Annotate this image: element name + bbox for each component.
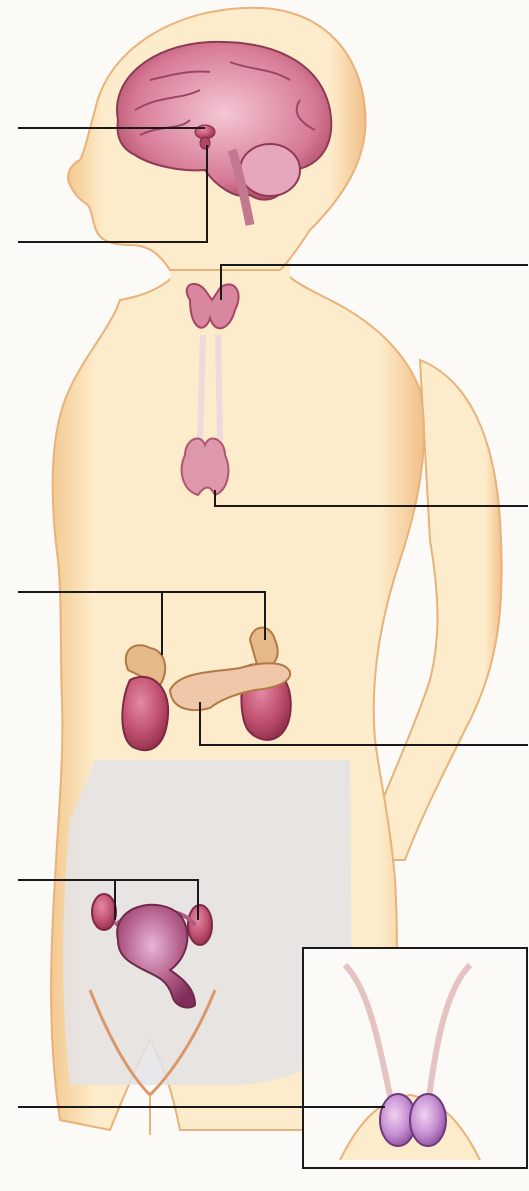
ovary-right (188, 905, 212, 945)
cerebellum (240, 144, 300, 196)
thymus (182, 438, 229, 495)
pituitary (200, 137, 210, 149)
ovary-left (92, 894, 116, 930)
testis-right (410, 1094, 446, 1146)
male-inset (303, 948, 527, 1168)
kidney-left (122, 677, 168, 750)
